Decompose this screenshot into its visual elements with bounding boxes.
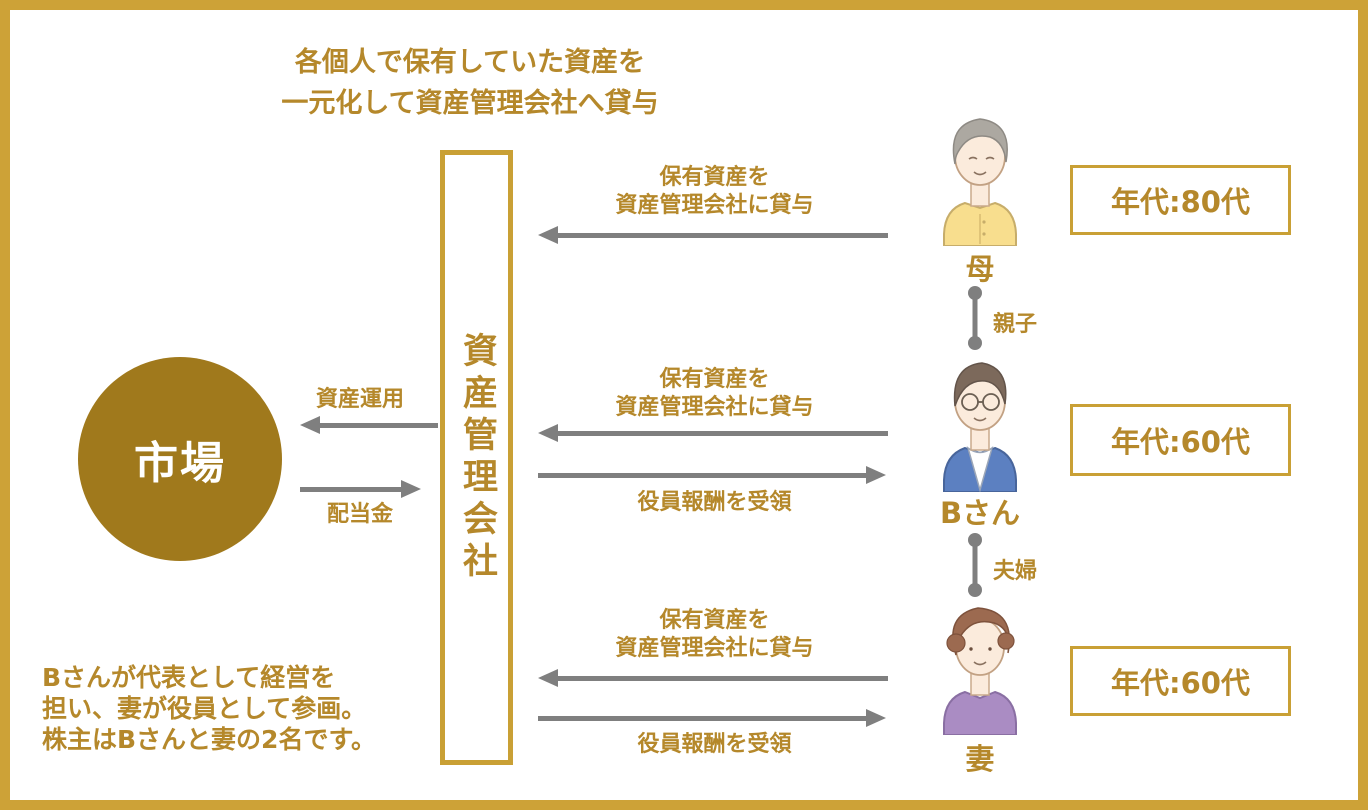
company-label: 資産管理会社 <box>457 331 497 584</box>
parent-child-label: 親子 <box>993 312 1038 337</box>
asset-management-flow-label: 資産運用 <box>315 387 404 412</box>
note-line1: Bさんが代表として経営を <box>42 663 336 692</box>
dividend-arrow <box>300 480 421 498</box>
mother-lend-arrow <box>538 226 888 244</box>
wife-name: 妻 <box>965 742 995 776</box>
bsan-illustration <box>943 362 1017 492</box>
bsan-age-box: 年代:60代 <box>1070 404 1291 476</box>
mother-age-box: 年代:80代 <box>1070 165 1291 235</box>
diagram-title-line1: 各個人で保有していた資産を <box>294 47 646 78</box>
market-label: 市場 <box>134 438 226 489</box>
note-line3: 株主はBさんと妻の2名です。 <box>42 725 376 754</box>
wife-lend-arrow <box>538 669 888 687</box>
mother-lend-label: 保有資産を 資産管理会社に貸与 <box>615 165 814 218</box>
asset-management-company-box: 資産管理会社 <box>440 150 513 765</box>
couple-label: 夫婦 <box>993 559 1038 584</box>
diagram-title: 各個人で保有していた資産を 一元化して資産管理会社へ貸与 <box>250 42 690 124</box>
arrow-head-left-icon <box>538 226 558 244</box>
market-circle: 市場 <box>78 357 282 561</box>
wife-age-box: 年代:60代 <box>1070 646 1291 716</box>
arrow-head-right-icon <box>866 466 886 484</box>
bsan-compensation-arrow <box>538 466 886 484</box>
wife-compensation-label: 役員報酬を受領 <box>637 732 792 757</box>
asset-management-arrow <box>300 416 438 434</box>
arrow-head-right-icon <box>866 709 886 727</box>
arrow-head-left-icon <box>538 669 558 687</box>
parent-child-connector <box>968 286 982 350</box>
wife-compensation-arrow <box>538 709 886 727</box>
mother-name: 母 <box>965 252 995 286</box>
wife-illustration <box>943 607 1017 735</box>
bsan-name: Bさん <box>939 496 1021 530</box>
note-line2: 担い、妻が役員として参画。 <box>42 694 367 723</box>
mother-illustration <box>943 118 1017 246</box>
arrow-head-left-icon <box>538 424 558 442</box>
arrow-head-left-icon <box>300 416 320 434</box>
arrow-head-right-icon <box>401 480 421 498</box>
bsan-lend-arrow <box>538 424 888 442</box>
bsan-compensation-label: 役員報酬を受領 <box>637 490 792 515</box>
management-note: Bさんが代表として経営を 担い、妻が役員として参画。 株主はBさんと妻の2名です… <box>42 662 472 755</box>
bsan-lend-label: 保有資産を 資産管理会社に貸与 <box>615 367 814 420</box>
dividend-flow-label: 配当金 <box>326 502 393 527</box>
couple-connector <box>968 533 982 597</box>
diagram-title-line2: 一元化して資産管理会社へ貸与 <box>281 88 659 119</box>
wife-lend-label: 保有資産を 資産管理会社に貸与 <box>615 608 814 661</box>
